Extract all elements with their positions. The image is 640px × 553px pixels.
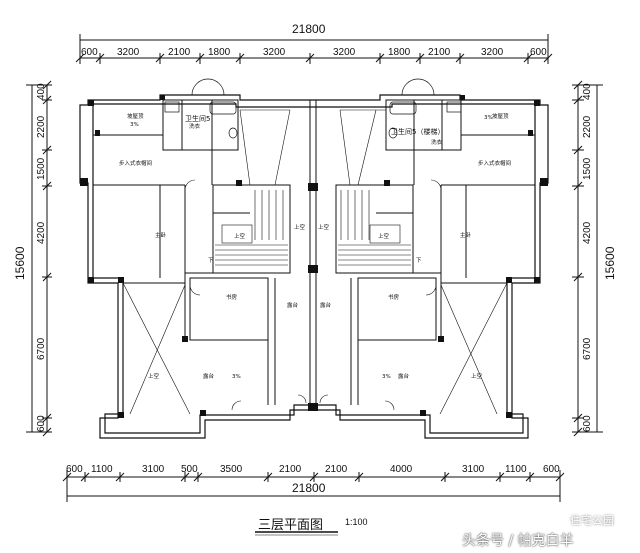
bottom-seg-7: 4000 [390,464,413,475]
top-total-label: 21800 [292,22,326,36]
slope-top-left: 3% [130,122,139,128]
room-balcony-right: 露台 [398,372,410,380]
room-bed-right: 书房 [388,293,400,301]
right-seg-1: 2200 [582,115,593,138]
top-ticks [75,34,553,64]
bottom-total-label: 21800 [292,481,326,495]
stair-treads [215,190,411,266]
drawing-title: 三层平面图 [258,518,324,533]
left-seg-3: 4200 [36,221,47,244]
bottom-seg-0: 600 [66,464,83,475]
right-seg-4: 6700 [582,337,593,360]
left-seg-0: 400 [36,83,47,100]
bottom-seg-10: 600 [543,464,560,475]
room-bath-left: 卫生间5 [185,114,210,123]
top-seg-3: 1800 [208,47,231,58]
bottom-seg-8: 3100 [462,464,485,475]
top-seg-9: 600 [530,47,547,58]
left-seg-5: 600 [36,415,47,432]
left-total-label: 15600 [13,246,27,280]
top-seg-4: 3200 [263,47,286,58]
room-labels: 卫生间5 卫生间5（楼梯） 坡屋顶 坡屋顶 3% 3% 洗衣 洗衣 步入式衣帽间… [119,112,511,380]
room-sky-left: 上空 [148,372,160,380]
room-void-mid-left: 上空 [294,223,306,231]
stair-down-left: 下 [208,257,214,264]
right-seg-2: 1500 [582,157,593,180]
drawing-scale: 1:100 [345,517,368,527]
stair-down-right: 下 [416,257,422,264]
bottom-seg-4: 3500 [220,464,243,475]
bottom-seg-3: 500 [181,464,198,475]
bottom-ticks [62,470,565,502]
top-seg-6: 1800 [388,47,411,58]
watermark-small: 住宅公园 [570,514,614,527]
bath-fixtures [164,78,462,139]
room-master-left: 主卧 [155,231,167,239]
interior-walls [93,99,535,415]
room-void-mid-right: 上空 [318,223,330,231]
room-wardrobe-left: 步入式衣帽间 [119,159,152,167]
top-seg-1: 3200 [117,47,140,58]
bottom-seg-5: 2100 [279,464,302,475]
right-seg-3: 4200 [582,221,593,244]
room-balcony-left: 露台 [203,372,215,380]
room-sunroof-right: 坡屋顶 [492,112,509,120]
top-seg-7: 2100 [428,47,451,58]
room-sunroof-left: 坡屋顶 [127,112,144,120]
room-bath-right: 卫生间5（楼梯） [391,127,444,136]
bottom-seg-9: 1100 [505,464,527,475]
right-total-label: 15600 [603,246,617,280]
right-seg-5: 600 [582,415,593,432]
top-seg-8: 3200 [481,47,504,58]
left-seg-1: 2200 [36,115,47,138]
sink-left: 洗衣 [189,122,201,130]
room-void-right: 上空 [378,232,390,240]
room-terrace-mid-left: 露台 [287,301,299,309]
room-void-left: 上空 [234,232,246,240]
outer-walls [79,94,549,439]
doors [184,179,442,411]
room-sky-right: 上空 [471,372,483,380]
left-seg-2: 1500 [36,157,47,180]
room-master-right: 主卧 [460,231,472,239]
sink-right: 洗衣 [431,138,443,146]
top-seg-2: 2100 [168,47,191,58]
slope-top-right: 3% [484,115,493,121]
left-ticks [26,80,52,437]
bottom-seg-2: 3100 [142,464,165,475]
dimension-labels: 21800 21800 600 3200 2100 1800 3200 3200… [13,22,617,495]
right-ticks [572,80,603,437]
bottom-seg-1: 1100 [91,464,113,475]
slope-right: 3% [382,374,391,380]
slope-left: 3% [232,374,241,380]
top-seg-5: 3200 [333,47,356,58]
watermark: 头条号 / 帕克白羊 [462,533,574,549]
right-seg-0: 400 [582,83,593,100]
room-terrace-mid-right: 露台 [320,301,332,309]
bottom-seg-6: 2100 [325,464,348,475]
room-wardrobe-right: 步入式衣帽间 [478,159,511,167]
columns [80,95,548,418]
left-seg-4: 6700 [36,337,47,360]
top-seg-0: 600 [81,47,98,58]
room-bed-left: 书房 [226,293,238,301]
